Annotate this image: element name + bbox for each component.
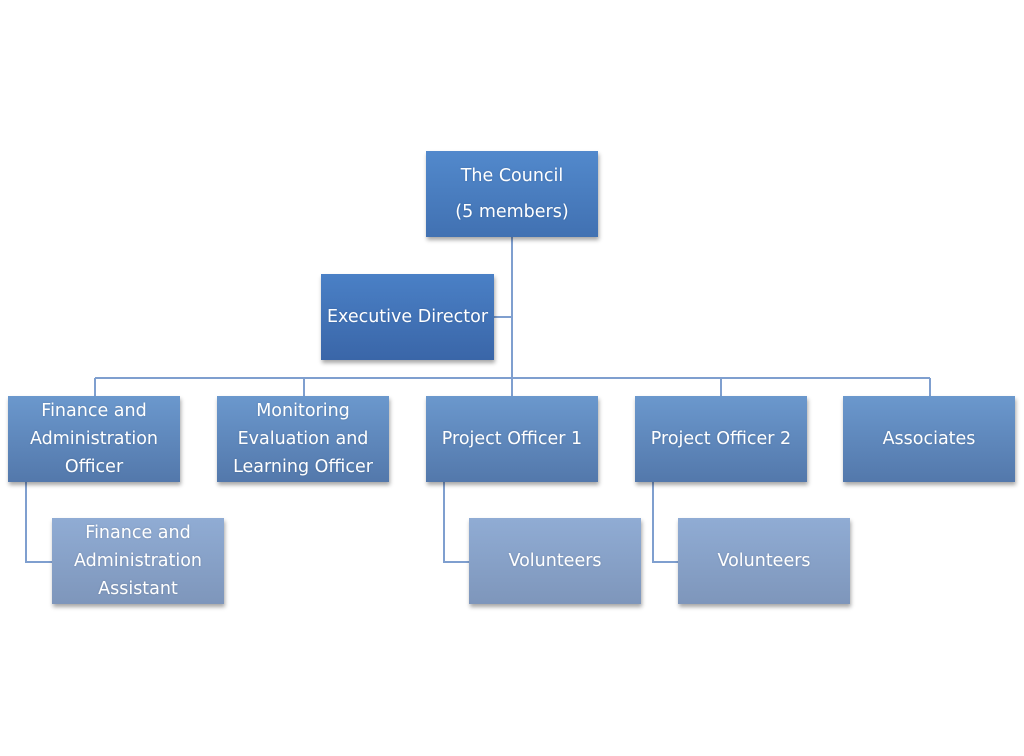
node-label: Executive Director <box>326 307 489 327</box>
node-label: Finance and Administration Officer <box>29 401 159 477</box>
node-label: Finance and Administration Assistant <box>73 523 203 599</box>
node-label: Monitoring Evaluation and Learning Offic… <box>233 401 373 477</box>
node-council[interactable]: The Council (5 members) <box>426 151 598 237</box>
node-project-officer-1[interactable]: Project Officer 1 <box>426 396 598 482</box>
node-label: Volunteers <box>508 551 602 571</box>
node-volunteers-1[interactable]: Volunteers <box>469 518 641 604</box>
node-label: Associates <box>882 429 976 449</box>
node-mel-officer[interactable]: Monitoring Evaluation and Learning Offic… <box>217 396 389 482</box>
node-finance-admin-officer[interactable]: Finance and Administration Officer <box>8 396 180 482</box>
node-executive-director[interactable]: Executive Director <box>321 274 494 360</box>
connector-volunteers-2 <box>652 482 678 563</box>
node-label: Project Officer 2 <box>650 429 792 449</box>
node-associates[interactable]: Associates <box>843 396 1015 482</box>
node-finance-admin-assistant[interactable]: Finance and Administration Assistant <box>52 518 224 604</box>
connector-volunteers-1 <box>443 482 469 563</box>
node-volunteers-2[interactable]: Volunteers <box>678 518 850 604</box>
node-project-officer-2[interactable]: Project Officer 2 <box>635 396 807 482</box>
connector-finance-admin-assistant <box>25 482 52 563</box>
node-label: Volunteers <box>717 551 811 571</box>
node-label: The Council (5 members) <box>455 166 569 222</box>
node-label: Project Officer 1 <box>441 429 583 449</box>
